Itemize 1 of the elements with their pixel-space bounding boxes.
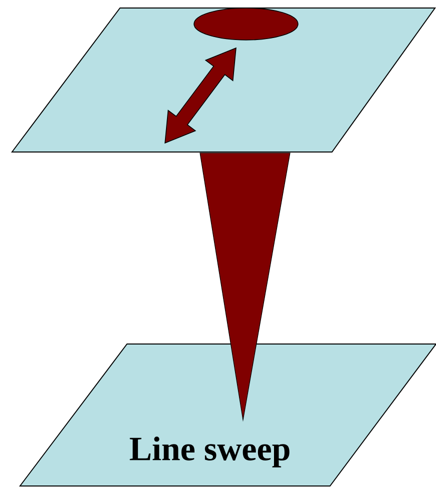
ellipse (194, 8, 298, 40)
